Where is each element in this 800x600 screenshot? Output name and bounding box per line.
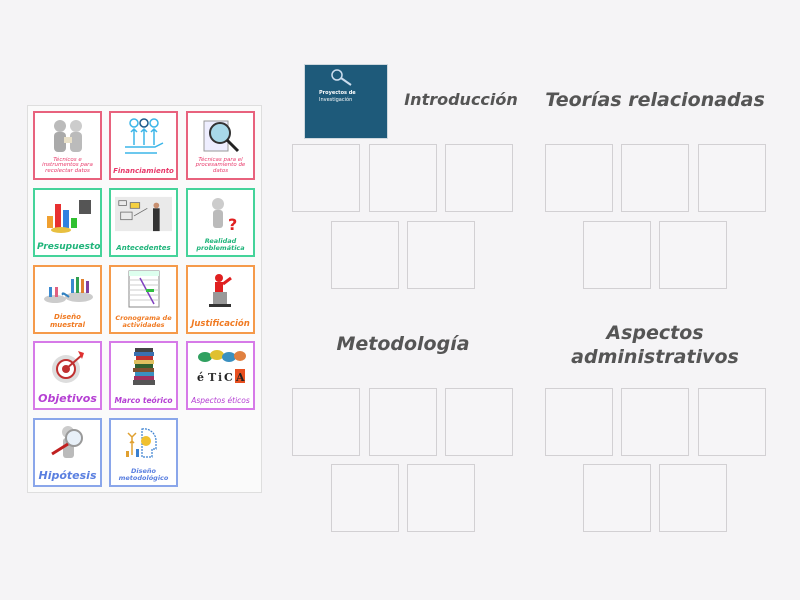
svg-text:C: C (224, 371, 233, 384)
tile-marco-teorico[interactable]: Marco teórico (109, 341, 178, 410)
tile-antecedentes[interactable]: Antecedentes (109, 188, 178, 257)
question-figure-icon: ? (192, 194, 249, 234)
svg-text:A: A (235, 371, 245, 384)
drop-slot-teorias-1[interactable] (545, 144, 613, 212)
speaker-podium-icon (192, 271, 249, 310)
budget-chart-icon (39, 194, 96, 233)
drop-slot-metodologia-3[interactable] (445, 388, 513, 456)
tile-presupuesto[interactable]: Presupuesto (33, 188, 102, 257)
tile-tecnicos-instrumentos[interactable]: Técnicos e instrumentos para recolectar … (33, 111, 102, 180)
tile-hipotesis[interactable]: Hipótesis (33, 418, 102, 487)
tile-tecnicas-procesamiento[interactable]: Técnicas para el procesamiento de datos (186, 111, 255, 180)
tile-diseno-metodologico[interactable]: Diseño metodológico (109, 418, 178, 487)
drop-slot-introduccion-5[interactable] (407, 221, 475, 289)
magnifier-icon (331, 69, 352, 86)
group-heading-metodologia: Metodología (336, 333, 470, 355)
tile-diseno-muestral[interactable]: Diseño muestral (33, 265, 102, 334)
drop-slot-aspectos-2[interactable] (621, 388, 689, 456)
drop-slot-introduccion-3[interactable] (445, 144, 513, 212)
book-stack-icon (115, 347, 172, 386)
magnifier-document-icon (192, 117, 249, 156)
svg-text:?: ? (228, 215, 237, 234)
drop-slot-introduccion-4[interactable] (331, 221, 399, 289)
drop-slot-aspectos-3[interactable] (698, 388, 766, 456)
target-icon (39, 347, 96, 386)
handshake-people-icon (39, 117, 96, 156)
drop-slot-metodologia-2[interactable] (369, 388, 437, 456)
drop-slot-metodologia-5[interactable] (407, 464, 475, 532)
group-heading-aspectos-administrativos: Aspectos administrativos (571, 322, 739, 368)
drop-slot-metodologia-4[interactable] (331, 464, 399, 532)
drop-slot-aspectos-4[interactable] (583, 464, 651, 532)
whiteboard-man-icon (115, 194, 172, 233)
svg-text:é: é (197, 371, 204, 384)
drop-slot-teorias-2[interactable] (621, 144, 689, 212)
drop-slot-teorias-5[interactable] (659, 221, 727, 289)
drop-slot-introduccion-2[interactable] (369, 144, 437, 212)
tile-objetivos[interactable]: Objetivos (33, 341, 102, 410)
money-hand-icon (115, 117, 172, 156)
head-lightbulb-icon (115, 424, 172, 459)
drop-slot-teorias-3[interactable] (698, 144, 766, 212)
project-thumbnail-image: Proyectos de Investigación (304, 64, 388, 139)
drop-slot-aspectos-1[interactable] (545, 388, 613, 456)
group-heading-introduccion: Introducción (404, 90, 518, 109)
tile-realidad-problematica[interactable]: ? Realidad problemática (186, 188, 255, 257)
svg-text:T: T (208, 371, 217, 384)
drop-slot-introduccion-1[interactable] (292, 144, 360, 212)
group-heading-teorias: Teorías relacionadas (545, 89, 765, 111)
drop-slot-metodologia-1[interactable] (292, 388, 360, 456)
drop-slot-aspectos-5[interactable] (659, 464, 727, 532)
gantt-chart-icon (115, 270, 172, 307)
drop-slot-teorias-4[interactable] (583, 221, 651, 289)
svg-text:i: i (218, 371, 222, 384)
tile-justificacion[interactable]: Justificación (186, 265, 255, 334)
people-sample-icon (39, 271, 96, 306)
tile-financiamiento[interactable]: Financiamiento (109, 111, 178, 180)
magnifier-figure-icon (39, 424, 96, 463)
tile-cronograma[interactable]: Cronograma de actividades (109, 265, 178, 334)
